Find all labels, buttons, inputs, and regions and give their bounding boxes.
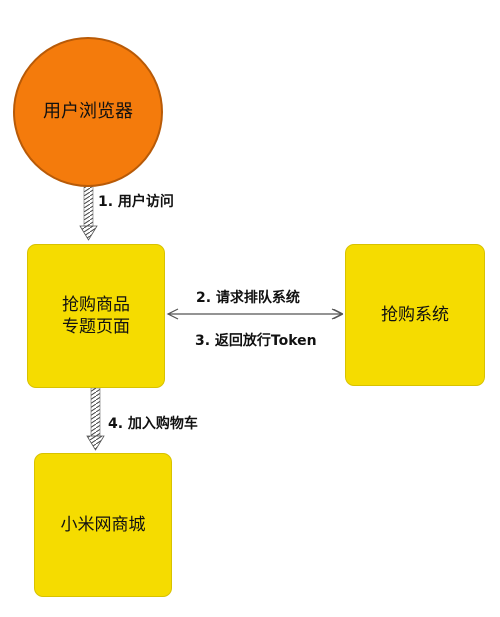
arrow-add-to-cart [86, 387, 105, 451]
user-browser-label: 用户浏览器 [43, 101, 133, 122]
mall-label: 小米网商城 [60, 515, 146, 535]
edge-label-add-to-cart: 4. 加入购物车 [108, 416, 198, 432]
promo-page-label-line2: 专题页面 [62, 317, 130, 337]
queue-system-label: 抢购系统 [381, 305, 449, 325]
edge-label-request-queue: 2. 请求排队系统 [196, 290, 300, 306]
user-browser-node: 用户浏览器 [13, 37, 163, 187]
edge-label-user-visit: 1. 用户访问 [98, 194, 174, 210]
queue-system-node: 抢购系统 [345, 244, 485, 386]
promo-page-node: 抢购商品 专题页面 [27, 244, 165, 388]
arrowhead-right [331, 308, 344, 320]
arrowhead-left [166, 308, 179, 320]
promo-page-label-line1: 抢购商品 [62, 295, 130, 315]
mall-node: 小米网商城 [34, 453, 172, 597]
edge-label-return-token: 3. 返回放行Token [195, 333, 317, 349]
